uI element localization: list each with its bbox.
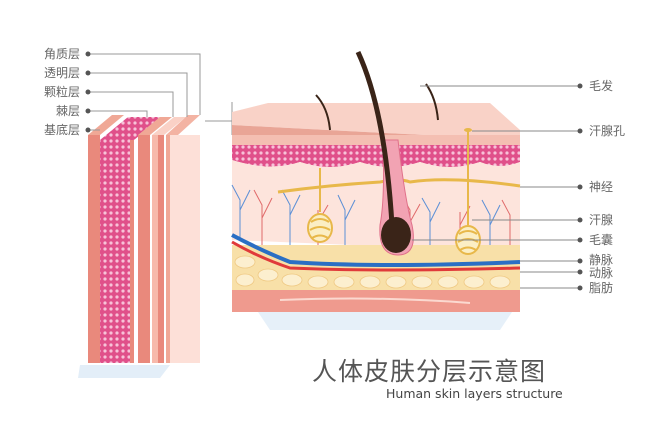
layer-corneum: [166, 115, 200, 135]
layer-spinous: [100, 117, 162, 140]
label-sweat-gland: 汗腺: [589, 213, 614, 227]
label-stratum-granulosum: 颗粒层: [43, 85, 80, 99]
label-stratum-corneum: 角质层: [43, 47, 80, 61]
artery: [231, 240, 521, 272]
vein: [231, 233, 521, 267]
skin-block: [231, 50, 521, 330]
label-hair-follicle: 毛囊: [589, 233, 614, 247]
diagram-title: 人体皮肤分层示意图: [312, 357, 547, 386]
layer-stack: [78, 115, 200, 378]
layer-lucidum: [152, 117, 186, 135]
diagram-subtitle: Human skin layers structure: [386, 386, 563, 401]
label-stratum-spinosum: 棘层: [55, 104, 80, 118]
label-vein: 静脉: [589, 253, 614, 267]
label-nerve: 神经: [589, 180, 614, 194]
hair: [355, 50, 395, 226]
label-stratum-basale: 基底层: [43, 123, 80, 137]
label-fat: 脂肪: [589, 281, 614, 295]
layer-granular: [138, 117, 172, 135]
label-artery: 动脉: [589, 266, 614, 280]
label-sweat-pore: 汗腺孔: [589, 124, 626, 138]
label-stratum-lucidum: 透明层: [43, 66, 80, 80]
label-hair: 毛发: [589, 79, 614, 93]
